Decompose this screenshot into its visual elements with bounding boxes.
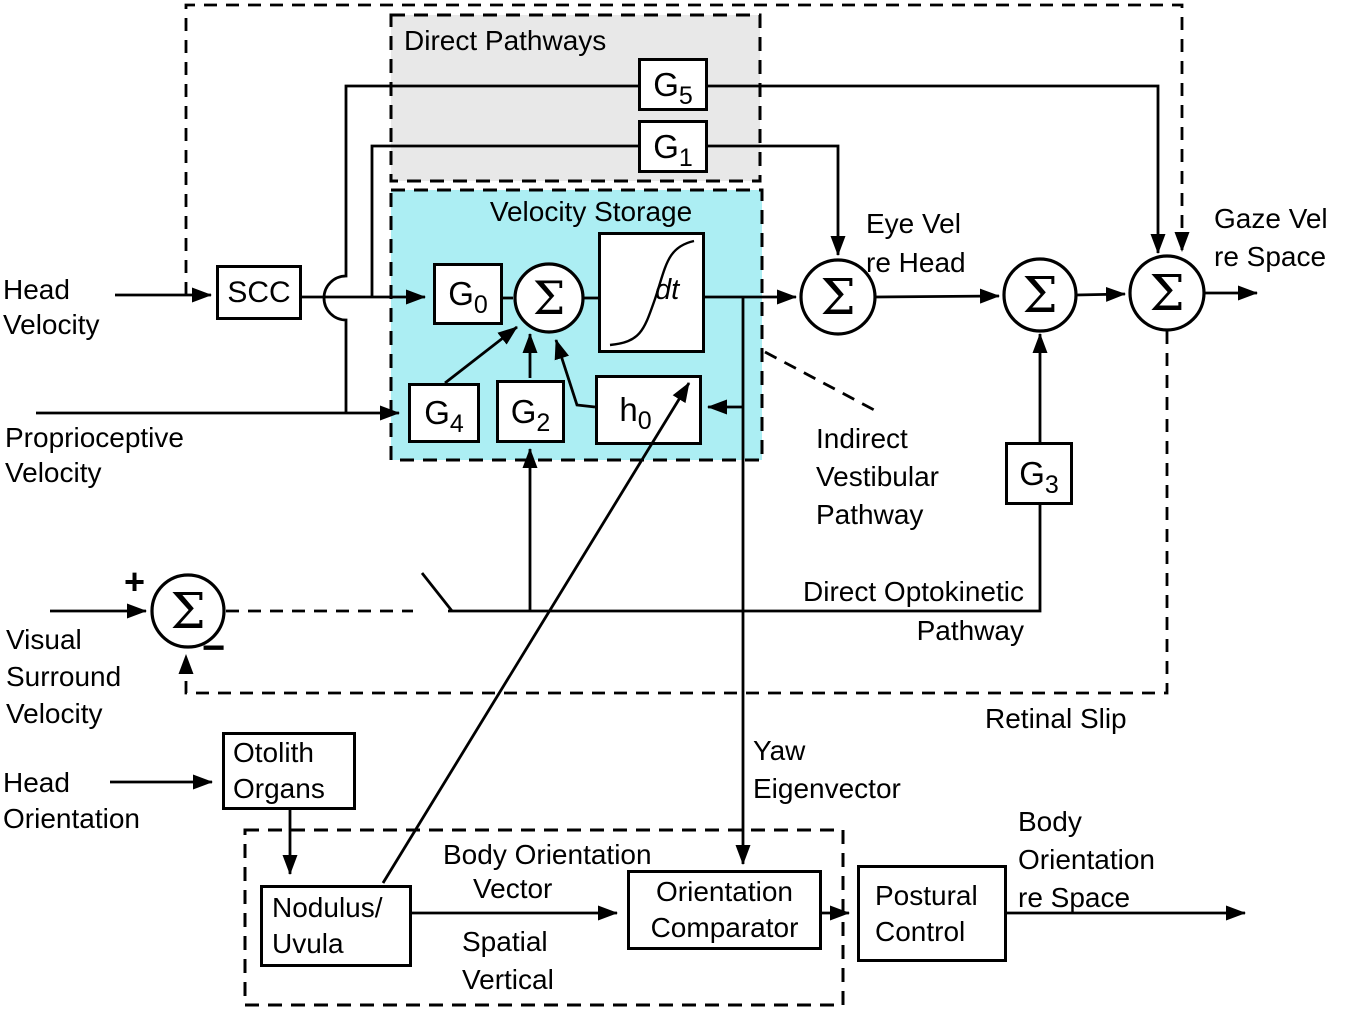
g0-gain-block: G0: [433, 263, 503, 325]
retinal-slip-label: Retinal Slip: [985, 703, 1127, 734]
g3-gain-block: G3: [1005, 442, 1073, 505]
velocity-storage-title: Velocity Storage: [489, 196, 693, 227]
integrator-block: [598, 232, 705, 353]
visual-sum-sigma: Σ: [170, 582, 206, 640]
spatial-label: Spatial: [462, 926, 548, 957]
proprioceptive-branch-to-g5-line: [322, 84, 638, 413]
body-orientation-vector-line2: Vector: [473, 873, 553, 904]
h0-label: h0: [619, 391, 652, 435]
second-sum-to-gaze-sum-arrow: [1075, 286, 1126, 302]
integrator-dt-label: dt: [655, 274, 680, 306]
body-orientation-vector-line1: Body Orientation: [443, 839, 652, 870]
g5-gain-block: G5: [638, 58, 708, 111]
second-sum-sigma: Σ: [1022, 266, 1058, 324]
nodulus-uvula-block: Nodulus/Uvula: [260, 885, 412, 967]
g0-label: G0: [448, 275, 488, 319]
nodulus-to-h0-arrow: [381, 382, 691, 884]
g4-gain-block: G4: [408, 383, 480, 443]
g1-gain-block: G1: [638, 120, 708, 173]
g4-label: G4: [424, 394, 464, 438]
g2-label: G2: [510, 392, 551, 437]
direct-pathways-title: Direct Pathways: [404, 25, 607, 56]
eye-sum-to-second-sum-arrow: [874, 288, 1000, 304]
indirect-pathway-callout-dashed-line: [764, 350, 879, 414]
gaze-sum-sigma: Σ: [1149, 264, 1185, 322]
h0-block: h0: [595, 375, 702, 445]
g3-label: G3: [1019, 454, 1059, 499]
scc-block: SCC: [216, 265, 302, 320]
g5-label: G5: [653, 65, 693, 110]
g4-to-storage-sum-arrow: [444, 325, 518, 385]
nodulus-uvula-label: Nodulus/Uvula: [272, 892, 383, 959]
eye-sum-sigma: Σ: [820, 268, 856, 326]
storage-sum-sigma: Σ: [532, 271, 566, 325]
plus-sign: +: [124, 561, 146, 602]
optokinetic-switch-blade: [420, 572, 454, 612]
scc-label: SCC: [227, 275, 291, 309]
g2-gain-block: G2: [496, 380, 565, 443]
vertical-label: Vertical: [462, 964, 554, 995]
g1-label: G1: [653, 127, 693, 172]
